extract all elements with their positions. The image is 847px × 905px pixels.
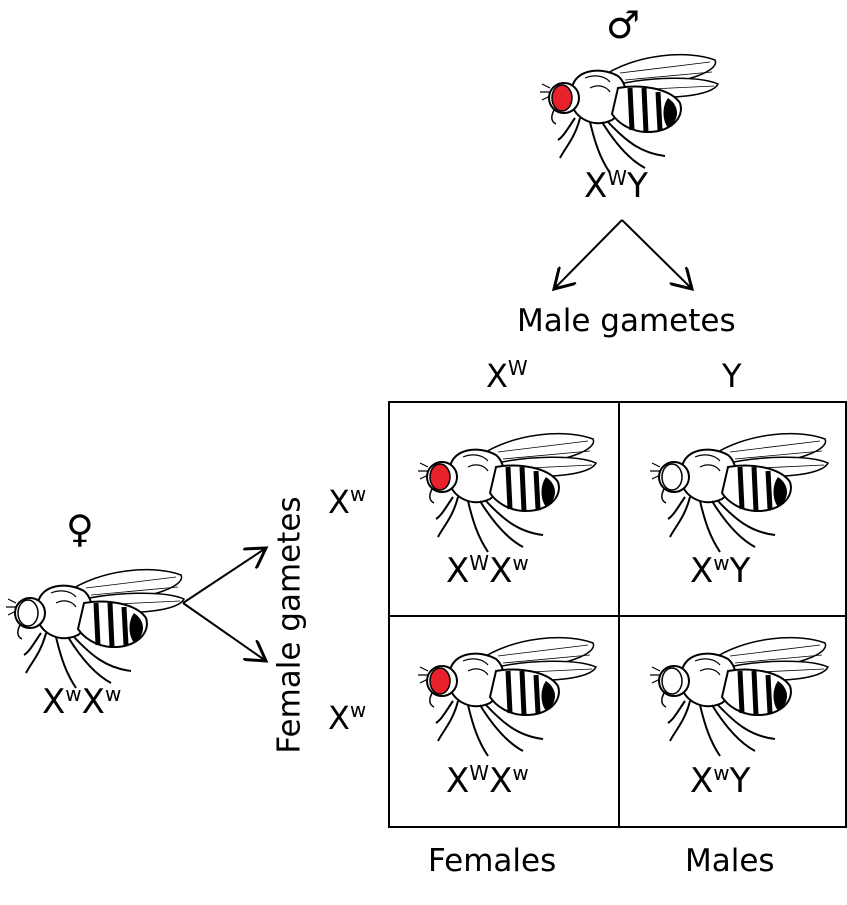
fly-eye-icon (551, 84, 573, 112)
fly-eye-icon (429, 463, 451, 491)
punnett-cell: XWXw (390, 617, 618, 828)
offspring-genotype: XWXw (446, 761, 529, 801)
offspring-fly-image (650, 427, 830, 557)
grid-divider-horizontal (390, 615, 845, 617)
offspring-fly-image (650, 631, 830, 761)
female-parent-fly-image (6, 563, 186, 693)
female-gametes-label: Female gametes (271, 496, 308, 754)
offspring-genotype: XwY (690, 551, 751, 591)
male-gamete-1: XW (486, 356, 528, 395)
punnett-cell: XWXw (390, 403, 618, 615)
fly-eye-icon (661, 667, 683, 695)
male-gametes-label: Male gametes (517, 303, 736, 339)
female-gamete-2: Xw (328, 698, 367, 737)
punnett-cell: XwY (620, 617, 847, 828)
fly-eye-icon (429, 667, 451, 695)
females-column-label: Females (428, 843, 557, 879)
male-gamete-arrows (540, 219, 710, 300)
female-symbol-icon: ♀ (66, 507, 94, 551)
punnett-cell: XwY (620, 403, 847, 615)
male-symbol-icon: ♂ (606, 3, 641, 47)
female-parent-genotype: XwXw (42, 682, 122, 722)
fly-eye-icon (661, 463, 683, 491)
grid-divider-vertical (618, 403, 620, 826)
males-column-label: Males (685, 843, 775, 879)
female-gamete-1: Xw (328, 482, 367, 521)
male-gamete-2: Y (722, 357, 742, 395)
offspring-fly-image (418, 427, 598, 557)
offspring-fly-image (418, 631, 598, 761)
female-gamete-arrows (182, 535, 278, 675)
offspring-genotype: XWXw (446, 551, 529, 591)
male-parent-fly-image (540, 48, 720, 178)
offspring-genotype: XwY (690, 761, 751, 801)
male-parent-genotype: XWY (584, 166, 648, 206)
fly-eye-icon (17, 599, 39, 627)
punnett-square: XWXw XwY XWXw XwY (388, 401, 847, 828)
